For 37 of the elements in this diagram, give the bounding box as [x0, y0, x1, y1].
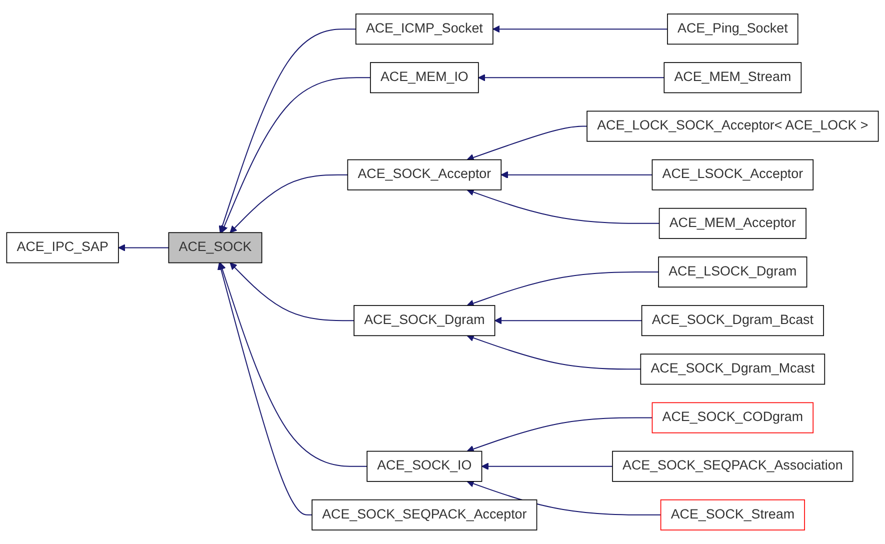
- node-box: ACE_IPC_SAP: [6, 232, 119, 264]
- arrow: [466, 417, 652, 453]
- arrow: [118, 244, 169, 252]
- arrow: [230, 174, 348, 233]
- arrow: [494, 316, 642, 324]
- node-box: ACE_LOCK_SOCK_Acceptor< ACE_LOCK >: [586, 110, 879, 142]
- arrow: [466, 480, 661, 516]
- arrow: [478, 74, 664, 82]
- arrow: [218, 262, 368, 467]
- arrow: [466, 334, 641, 370]
- node-box: ACE_SOCK_Stream: [660, 499, 805, 530]
- node-box: ACE_LSOCK_Acceptor: [652, 159, 814, 190]
- node-box: ACE_ICMP_Socket: [355, 14, 494, 45]
- arrow: [466, 126, 588, 162]
- arrow: [466, 188, 660, 224]
- arrow: [492, 25, 668, 33]
- arrow: [481, 462, 612, 470]
- node-box: ACE_MEM_Acceptor: [658, 208, 806, 239]
- arrow: [218, 28, 356, 233]
- node-box: ACE_SOCK: [168, 232, 262, 264]
- node-box: ACE_Ping_Socket: [667, 14, 798, 45]
- node-box: ACE_SOCK_Acceptor: [347, 159, 502, 190]
- arrow: [230, 262, 354, 322]
- node-box: ACE_SOCK_SEQPACK_Acceptor: [312, 499, 538, 530]
- node-box: ACE_SOCK_CODgram: [652, 402, 814, 434]
- node-box: ACE_SOCK_IO: [366, 450, 482, 482]
- node-box: ACE_SOCK_Dgram_Mcast: [640, 354, 826, 385]
- arrow: [466, 272, 659, 307]
- node-box: ACE_SOCK_Dgram: [354, 305, 496, 336]
- node-box: ACE_LSOCK_Dgram: [658, 256, 808, 288]
- node-box: ACE_MEM_IO: [370, 62, 479, 94]
- arrow: [500, 171, 652, 179]
- node-box: ACE_SOCK_SEQPACK_Association: [612, 450, 854, 482]
- node-box: ACE_MEM_Stream: [664, 62, 802, 94]
- arrow: [217, 262, 312, 516]
- node-box: ACE_SOCK_Dgram_Bcast: [641, 305, 824, 336]
- arrow: [220, 77, 370, 233]
